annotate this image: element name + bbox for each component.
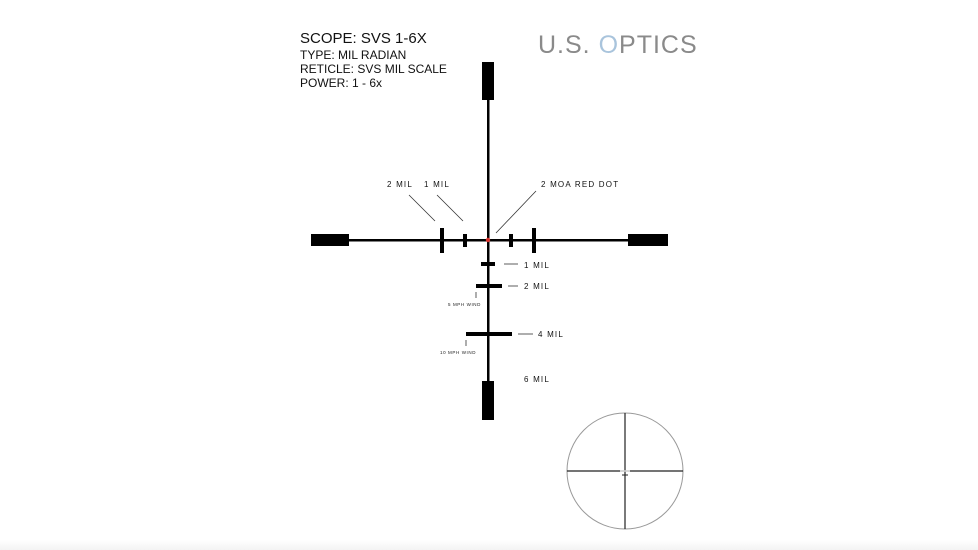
- label-1mil-h: 1 MIL: [424, 180, 450, 189]
- leader-2mil: [408, 194, 436, 222]
- label-2mil-v: 2 MIL: [524, 282, 550, 291]
- leader-1mil: [436, 194, 464, 222]
- tick-down-2mil: [476, 284, 502, 288]
- label-red-dot: 2 MOA RED DOT: [541, 180, 619, 189]
- scope-view-thumbnail: [566, 412, 684, 530]
- leader-lines: [408, 190, 537, 346]
- tick-down-4mil: [466, 332, 512, 336]
- label-4mil-v: 4 MIL: [538, 330, 564, 339]
- label-6mil-v: 6 MIL: [524, 375, 550, 384]
- logo-suffix: PTICS: [619, 31, 698, 59]
- logo-o: O: [598, 31, 620, 59]
- logo-prefix: U.S.: [538, 31, 599, 59]
- reticle-text: RETICLE: SVS MIL SCALE: [300, 62, 447, 76]
- type-text: TYPE: MIL RADIAN: [300, 48, 407, 62]
- tick-right-2mil: [532, 228, 536, 253]
- label-2mil-h: 2 MIL: [387, 180, 413, 189]
- leader-red-dot: [495, 190, 537, 234]
- power-text: POWER: 1 - 6x: [300, 76, 383, 90]
- red-dot: [485, 237, 491, 243]
- label-1mil-v: 1 MIL: [524, 261, 550, 270]
- scope-title: SCOPE: SVS 1-6X: [300, 30, 427, 47]
- label-5mph: 5 MPH WIND: [448, 302, 481, 307]
- tick-left-1mil: [463, 234, 467, 247]
- left-post: [311, 234, 349, 246]
- right-post: [628, 234, 668, 246]
- tick-left-2mil: [440, 228, 444, 253]
- us-optics-logo: U.S. OPTICS: [538, 31, 698, 60]
- top-post: [482, 62, 494, 100]
- tick-down-1mil: [481, 262, 495, 266]
- tick-right-1mil: [509, 234, 513, 247]
- bottom-post: [482, 381, 494, 420]
- main-reticle: [311, 62, 668, 420]
- bottom-edge: [0, 540, 978, 550]
- label-10mph: 10 MPH WIND: [440, 350, 476, 355]
